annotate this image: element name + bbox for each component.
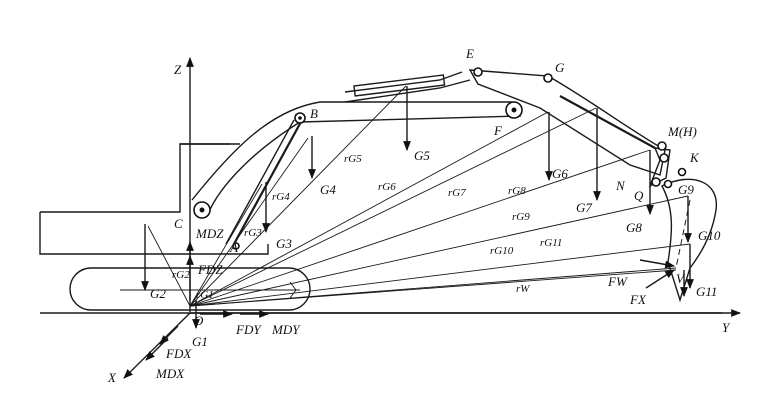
label-rg4: rG4 [272,191,290,203]
pin-c-core [199,207,205,213]
label-g4: G4 [320,182,336,197]
pin-k [659,153,669,163]
r-g7 [189,107,597,307]
fx-arrow [645,269,675,289]
label-g9: G9 [678,182,694,197]
fdx-arrow [159,325,179,345]
x-axis-label: X [107,370,117,385]
label-fdy: FDY [235,322,262,337]
pin-e [473,67,483,77]
r-g5 [189,85,407,307]
pin-n [651,177,661,187]
label-g8: G8 [626,220,642,235]
label-rg7: rG7 [448,187,466,199]
r-g2 [147,225,191,307]
label-fx: FX [629,292,647,307]
pin-9 [677,167,687,177]
label-rg11: rG11 [540,237,562,249]
label-b: B [310,106,318,121]
label-g7: G7 [576,200,592,215]
label-v: V [676,271,686,286]
label-mdz: MDZ [195,226,224,241]
pin-q [663,179,673,189]
track-center-mark [289,281,297,299]
label-a: A [229,240,238,255]
r-g10 [189,243,691,307]
pin-b-core [298,116,302,120]
label-rg10: rG10 [490,245,514,257]
r-g4 [189,137,309,307]
label-fw: FW [607,274,628,289]
label-g11: G11 [696,284,717,299]
label-g6: G6 [552,166,568,181]
label-fdz: FDZ [197,262,223,277]
r-g8 [189,149,651,307]
r-g3 [189,183,263,307]
mdx-arrow [145,337,169,361]
fw-arrow [639,259,675,269]
bucket-cylinder [559,95,656,149]
label-mdy: MDY [271,322,301,337]
bucket [661,178,717,303]
label-mdx: MDX [155,366,185,381]
label-n: N [615,178,626,193]
boom-cylinder [233,119,303,245]
x-axis [123,312,191,379]
label-k: K [689,150,700,165]
label-g3: G3 [276,236,292,251]
label-c: C [174,216,183,231]
label-g2: G2 [150,286,166,301]
origin-label: O [194,313,204,328]
r-g6 [189,111,549,307]
label-fdx: FDX [165,346,192,361]
label-rg6: rG6 [378,181,396,193]
label-e: E [465,46,474,61]
arm-cylinder-body [353,74,446,97]
label-rg3: rG3 [244,227,262,239]
label-rg8: rG8 [508,185,526,197]
label-rg5: rG5 [344,153,362,165]
label-g5: G5 [414,148,430,163]
y-axis-label: Y [722,320,731,335]
label-f: F [493,123,503,138]
r-g9 [189,195,689,307]
arm-cylinder [344,71,471,103]
label-rg2: rG2 [172,269,190,281]
label-g: G [555,60,565,75]
label-g10: G10 [698,228,721,243]
label-rw: rW [516,283,530,295]
label-g1: G1 [192,334,208,349]
arm [468,69,666,176]
pin-a [232,242,240,250]
label-m-h: M(H) [667,124,697,139]
pin-g [543,73,553,83]
pin-f-core [511,107,517,113]
z-axis-label: Z [174,62,182,77]
label-q: Q [634,188,644,203]
label-rg9: rG9 [512,211,530,223]
r-w [189,269,677,307]
boom-cylinder-rod [225,119,295,245]
pin-m [657,141,667,151]
label-rg1: rG1 [196,289,214,301]
